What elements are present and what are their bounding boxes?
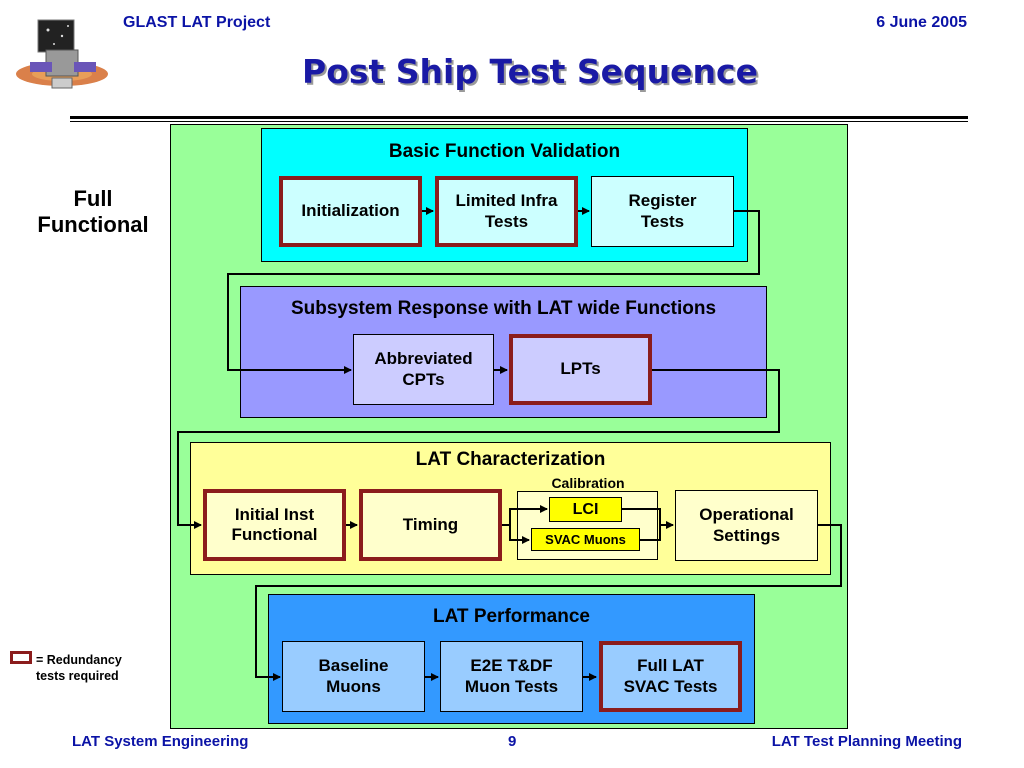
arrow-lci-out [622,508,674,529]
box-label: Abbreviated CPTs [374,349,473,389]
arrow-svac-out [640,525,661,541]
footer-right: LAT Test Planning Meeting [771,733,962,750]
section-title: Subsystem Response with LAT wide Functio… [290,298,717,319]
arrow-timing-to-lci [502,505,548,526]
header-project: GLAST LAT Project [123,14,271,31]
lci-box: LCI [549,497,622,522]
full-functional-label: Full Functional [18,186,168,238]
side-label-line1: Full [73,186,113,211]
box-label: Operational Settings [699,505,794,545]
box-label: Baseline Muons [318,656,389,696]
legend-line1: = Redundancy [36,653,122,667]
box-label: Timing [402,514,459,534]
page-title: Post Ship Test Sequence [302,52,758,91]
section-title: Basic Function Validation [388,141,621,162]
connector-s1-to-s2 [227,210,760,374]
legend-line2: tests required [36,669,119,684]
operational-settings-box: Operational Settings [675,490,818,561]
e2e-tdf-muon-tests-box: E2E T&DF Muon Tests [440,641,583,712]
full-lat-svac-tests-box: Full LAT SVAC Tests [599,641,742,712]
redundancy-legend: = Redundancy tests required [36,652,122,685]
limited-infra-tests-box: Limited Infra Tests [435,176,578,247]
side-label-line2: Functional [37,211,149,237]
box-label: Initial Inst Functional [231,504,318,544]
box-label: Initialization [301,201,400,221]
title-rule-thin [70,121,968,122]
project-logo [10,12,115,102]
box-label: Register Tests [628,191,697,231]
title-rule [70,116,968,119]
connector-s2-to-s3 [177,369,780,529]
initialization-box: Initialization [279,176,422,247]
arrow-timing-to-svac [509,525,530,544]
calibration-label: Calibration [551,475,625,491]
baseline-muons-box: Baseline Muons [282,641,425,712]
redundancy-legend-swatch [10,651,32,664]
abbreviated-cpts-box: Abbreviated CPTs [353,334,494,405]
connector-s3-to-s4 [255,524,842,681]
page-number: 9 [508,733,517,750]
footer-left: LAT System Engineering [72,733,249,750]
box-label: LPTs [560,359,601,379]
box-label: E2E T&DF Muon Tests [464,656,559,696]
lpts-box: LPTs [509,334,652,405]
register-tests-box: Register Tests [591,176,734,247]
svac-muons-box: SVAC Muons [531,528,640,551]
section-title: LAT Performance [433,606,590,627]
section-title: LAT Characterization [415,449,606,470]
header-date: 6 June 2005 [876,14,967,31]
box-label: Limited Infra Tests [455,191,558,231]
section-subsystem-response: Subsystem Response with LAT wide Functio… [240,286,767,418]
box-label: LCI [572,500,599,518]
initial-inst-functional-box: Initial Inst Functional [203,489,346,561]
box-label: Full LAT SVAC Tests [623,656,718,696]
box-label: SVAC Muons [545,531,626,547]
timing-box: Timing [359,489,502,561]
